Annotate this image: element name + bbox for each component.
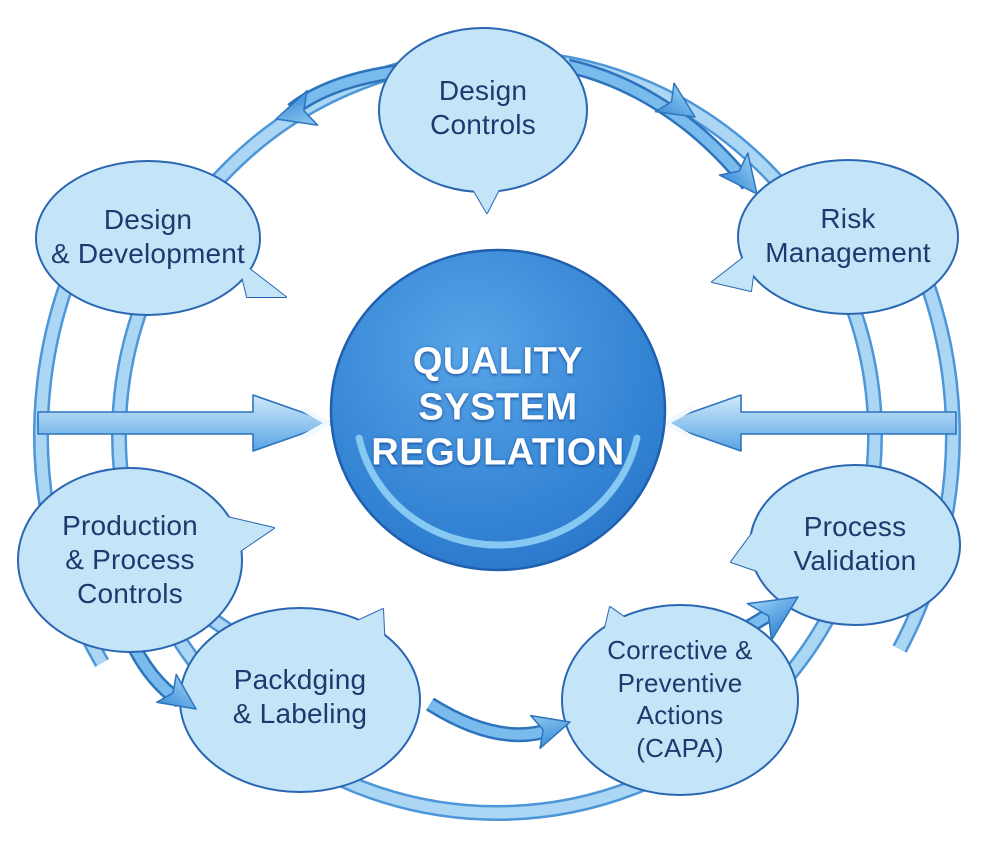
capa-line-2: Preventive — [617, 667, 743, 698]
center-line-1: QUALITY — [412, 340, 584, 383]
arrowhead-into-capa-icon — [529, 714, 571, 750]
bubble-design-controls — [378, 27, 588, 214]
process-validation-line-1: Process — [803, 510, 907, 542]
production-line-3: Controls — [77, 578, 183, 610]
bubble-capa — [561, 604, 799, 796]
capa-line-3: Actions — [636, 700, 724, 730]
arrow-left-into-center — [37, 394, 334, 452]
bubble-design-development — [35, 160, 287, 316]
right-arrow-chevron-icon — [663, 406, 694, 440]
bubble-risk-management — [711, 159, 959, 315]
arrowhead-mid-designcontrols-riskmanagement-icon — [654, 82, 696, 118]
capa-line-4: (CAPA) — [636, 732, 724, 763]
risk-management-line-1: Risk — [820, 202, 876, 234]
arrowhead-into-riskmanagement-icon — [718, 152, 758, 195]
bubble-packaging-labeling — [179, 607, 421, 793]
label-capa: Corrective & Preventive Actions (CAPA) — [607, 634, 752, 764]
label-risk-management: Risk Management — [765, 202, 930, 270]
arrowhead-to-designdev-icon — [275, 89, 319, 126]
process-validation-line-2: Validation — [793, 545, 917, 576]
arrow-designcontrols-to-riskmanagement — [566, 58, 754, 190]
arrowhead-into-packaging-icon — [156, 673, 197, 710]
center-hub-highlight — [355, 434, 641, 549]
packaging-line-1: Packdging — [233, 663, 367, 695]
label-process-validation: Process Validation — [794, 510, 917, 578]
center-hub — [329, 248, 667, 572]
center-line-3: REGULATION — [371, 431, 625, 474]
design-controls-line-2: Controls — [430, 109, 536, 140]
label-production-process-controls: Production & Process Controls — [62, 509, 198, 611]
arrowhead-into-processvalidation-icon — [746, 596, 799, 642]
left-arrow-chevron-icon — [300, 406, 331, 440]
design-development-line-1: Design — [103, 203, 193, 235]
arrow-packaging-to-capa — [426, 697, 555, 743]
label-packaging-labeling: Packdging & Labeling — [233, 663, 367, 731]
packaging-line-2: & Labeling — [232, 698, 368, 729]
capa-line-1: Corrective & — [607, 635, 753, 665]
risk-management-line-2: Management — [765, 237, 931, 268]
arrow-right-into-center — [660, 394, 957, 452]
design-controls-line-1: Design — [438, 74, 528, 106]
label-design-development: Design & Development — [51, 203, 245, 271]
label-design-controls: Design Controls — [430, 74, 536, 142]
bubble-process-validation — [730, 464, 961, 626]
center-line-2: SYSTEM — [418, 386, 578, 429]
design-development-line-2: & Development — [50, 238, 246, 269]
production-line-2: & Process — [65, 543, 195, 575]
production-line-1: Production — [62, 509, 198, 541]
bubble-production-process-controls — [17, 467, 275, 653]
center-hub-label: QUALITY SYSTEM REGULATION — [371, 340, 624, 477]
